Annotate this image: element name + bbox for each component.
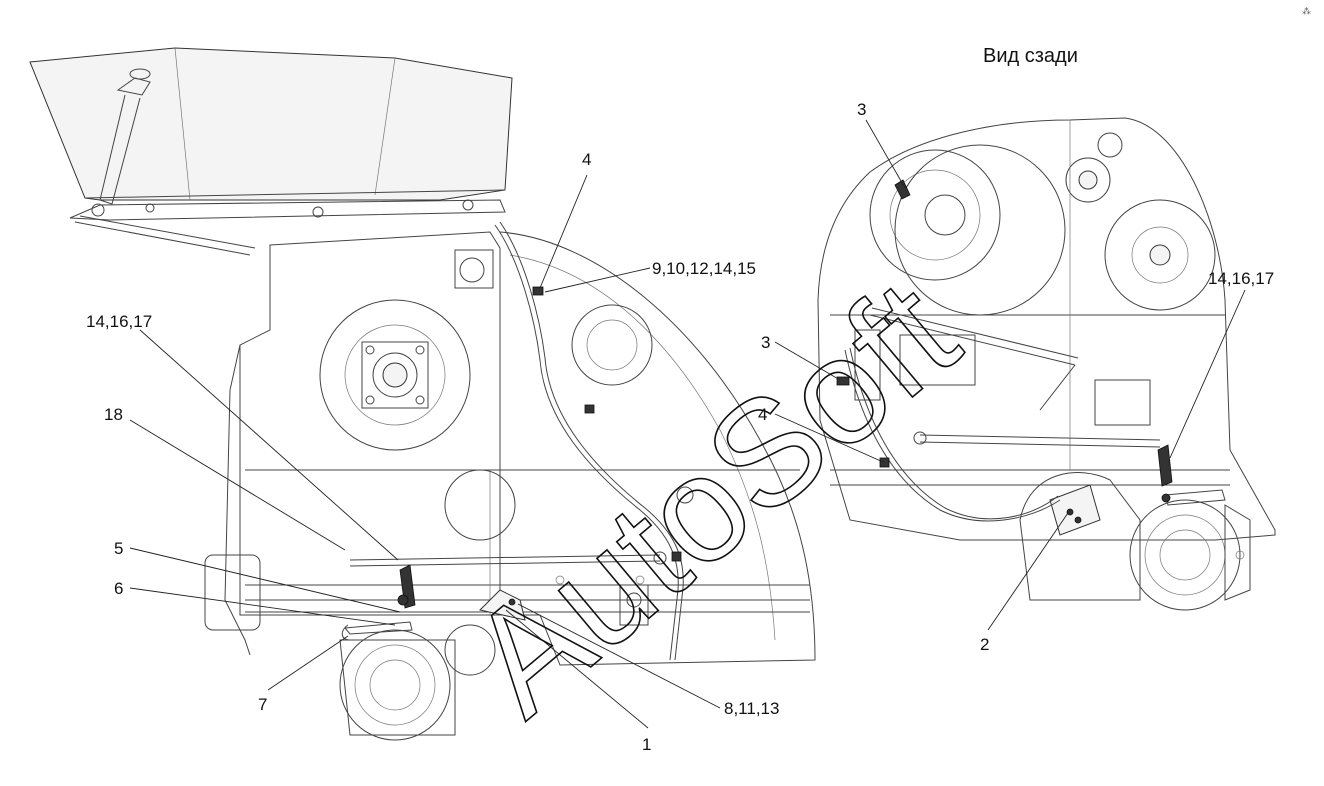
callout-left-6: 6: [114, 579, 123, 598]
right-view: [774, 117, 1276, 631]
callout-left-4: 4: [582, 150, 591, 169]
view-title: Вид сзади: [983, 45, 1078, 67]
callout-left-7: 7: [258, 695, 267, 714]
callout-left-18: 18: [104, 405, 123, 424]
left-view: [29, 47, 816, 741]
callout-right-3-mid: 3: [761, 333, 770, 352]
callout-right-2: 2: [980, 635, 989, 654]
callout-left-8-11-13: 8,11,13: [724, 699, 779, 718]
callout-left-14-16-17: 14,16,17: [86, 312, 152, 331]
callout-right-4: 4: [758, 405, 767, 424]
watermark-text: AutoSoft: [438, 248, 987, 747]
callout-left-1: 1: [642, 735, 651, 754]
left-hopper: [29, 47, 513, 256]
corner-mark: ⁂: [1302, 6, 1311, 17]
callout-left-5: 5: [114, 539, 123, 558]
callout-left-9-10-12-14-15: 9,10,12,14,15: [652, 259, 756, 278]
right-housing: [817, 117, 1276, 611]
left-leaders: [129, 174, 721, 729]
right-leaders: [774, 119, 1246, 631]
left-housing: [204, 221, 816, 741]
callout-right-14-16-17: 14,16,17: [1208, 269, 1274, 288]
callout-right-3-top: 3: [857, 100, 866, 119]
